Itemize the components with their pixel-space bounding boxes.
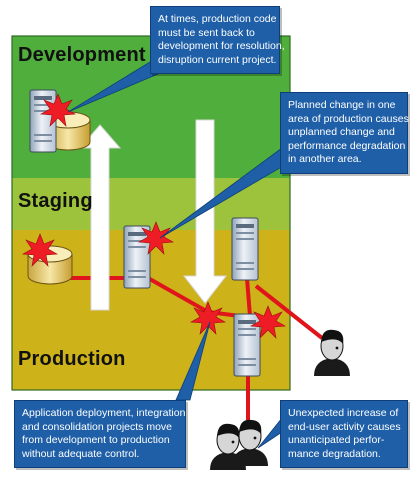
callout-dev-sendback: At times, production code must be sent b… (150, 6, 285, 74)
callout-line: mance degradation. (288, 447, 381, 460)
callout-line: unanticipated perfor- (288, 434, 385, 446)
callout-pointer (257, 416, 283, 449)
callout-line: and consolidation projects move (22, 420, 173, 433)
callout-user-activity: Unexpected increase of end-user activity… (280, 400, 408, 468)
callout-deployment: Application deployment, integration and … (14, 400, 186, 468)
callout-line: Unexpected increase of (288, 407, 399, 419)
production-label: Production (18, 348, 126, 370)
callout-line: Application deployment, integration (22, 407, 186, 419)
callout-line: Planned change in one (288, 99, 396, 111)
development-label: Development (18, 44, 146, 66)
callout-line: development for resolution, (158, 40, 285, 52)
callout-line: must be sent back to (158, 26, 255, 39)
callout-line: without adequate control. (22, 447, 140, 460)
callout-line: unplanned change and (288, 126, 395, 138)
callout-line: in another area. (288, 153, 362, 165)
callout-line: At times, production code (158, 13, 277, 25)
staging-label: Staging (18, 190, 93, 212)
callout-planned-change: Planned change in one area of production… (280, 92, 409, 174)
server-icon (231, 217, 259, 281)
callout-line: end-user activity causes (288, 420, 401, 433)
server-icon (123, 225, 151, 289)
callout-line: performance degradation (288, 139, 406, 152)
callout-line: area of production causes (288, 112, 409, 125)
callout-line: disruption current project. (158, 53, 277, 66)
callout-line: from development to production (22, 434, 170, 446)
